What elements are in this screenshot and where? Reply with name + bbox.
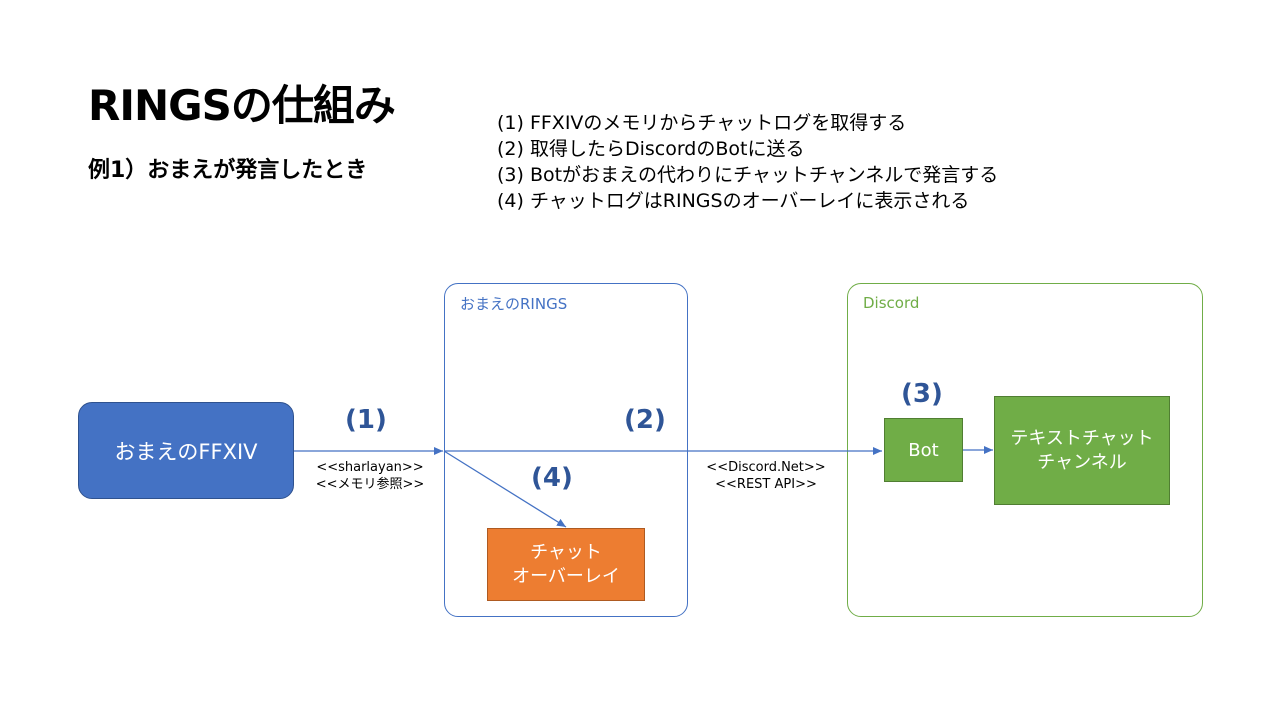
overlay-label-line1: チャット — [530, 541, 602, 563]
step-item: (1) FFXIVのメモリからチャットログを取得する — [497, 112, 907, 134]
discord-group-frame — [847, 283, 1203, 617]
step-item: (3) Botがおまえの代わりにチャットチャンネルで発言する — [497, 164, 999, 186]
discord-note-line2: <<REST API>> — [715, 477, 817, 492]
discord-group-label: Discord — [863, 294, 920, 312]
step-number-2: (2) — [624, 405, 666, 435]
memory-access-note: <<sharlayan>> <<メモリ参照>> — [304, 459, 436, 493]
memory-note-line1: <<sharlayan>> — [316, 460, 424, 475]
discord-note-line1: <<Discord.Net>> — [706, 460, 826, 475]
page-title: RINGSの仕組み — [88, 81, 396, 130]
step-number-3: (3) — [901, 379, 943, 409]
rings-group-frame — [444, 283, 688, 617]
page-subtitle: 例1）おまえが発言したとき — [88, 158, 368, 183]
channel-label-line1: テキストチャット — [1010, 427, 1154, 449]
step-number-1: (1) — [345, 405, 387, 435]
steps-list: (1) FFXIVのメモリからチャットログを取得する (2) 取得したらDisc… — [497, 110, 998, 214]
step-item: (2) 取得したらDiscordのBotに送る — [497, 138, 805, 160]
ffxiv-node: おまえのFFXIV — [78, 402, 294, 499]
step-item: (4) チャットログはRINGSのオーバーレイに表示される — [497, 190, 970, 212]
rings-group-label: おまえのRINGS — [460, 295, 568, 313]
chat-overlay-node: チャット オーバーレイ — [487, 528, 645, 601]
memory-note-line2: <<メモリ参照>> — [315, 477, 425, 492]
overlay-label-line2: オーバーレイ — [512, 565, 620, 587]
text-channel-node: テキストチャット チャンネル — [994, 396, 1170, 505]
channel-label-line2: チャンネル — [1037, 451, 1127, 473]
discord-api-note: <<Discord.Net>> <<REST API>> — [694, 459, 838, 493]
bot-node-label: Bot — [908, 439, 939, 461]
ffxiv-node-label: おまえのFFXIV — [114, 439, 258, 464]
arrow-rings-to-overlay — [443, 450, 567, 528]
step-number-4: (4) — [531, 463, 573, 493]
bot-node: Bot — [884, 418, 963, 482]
